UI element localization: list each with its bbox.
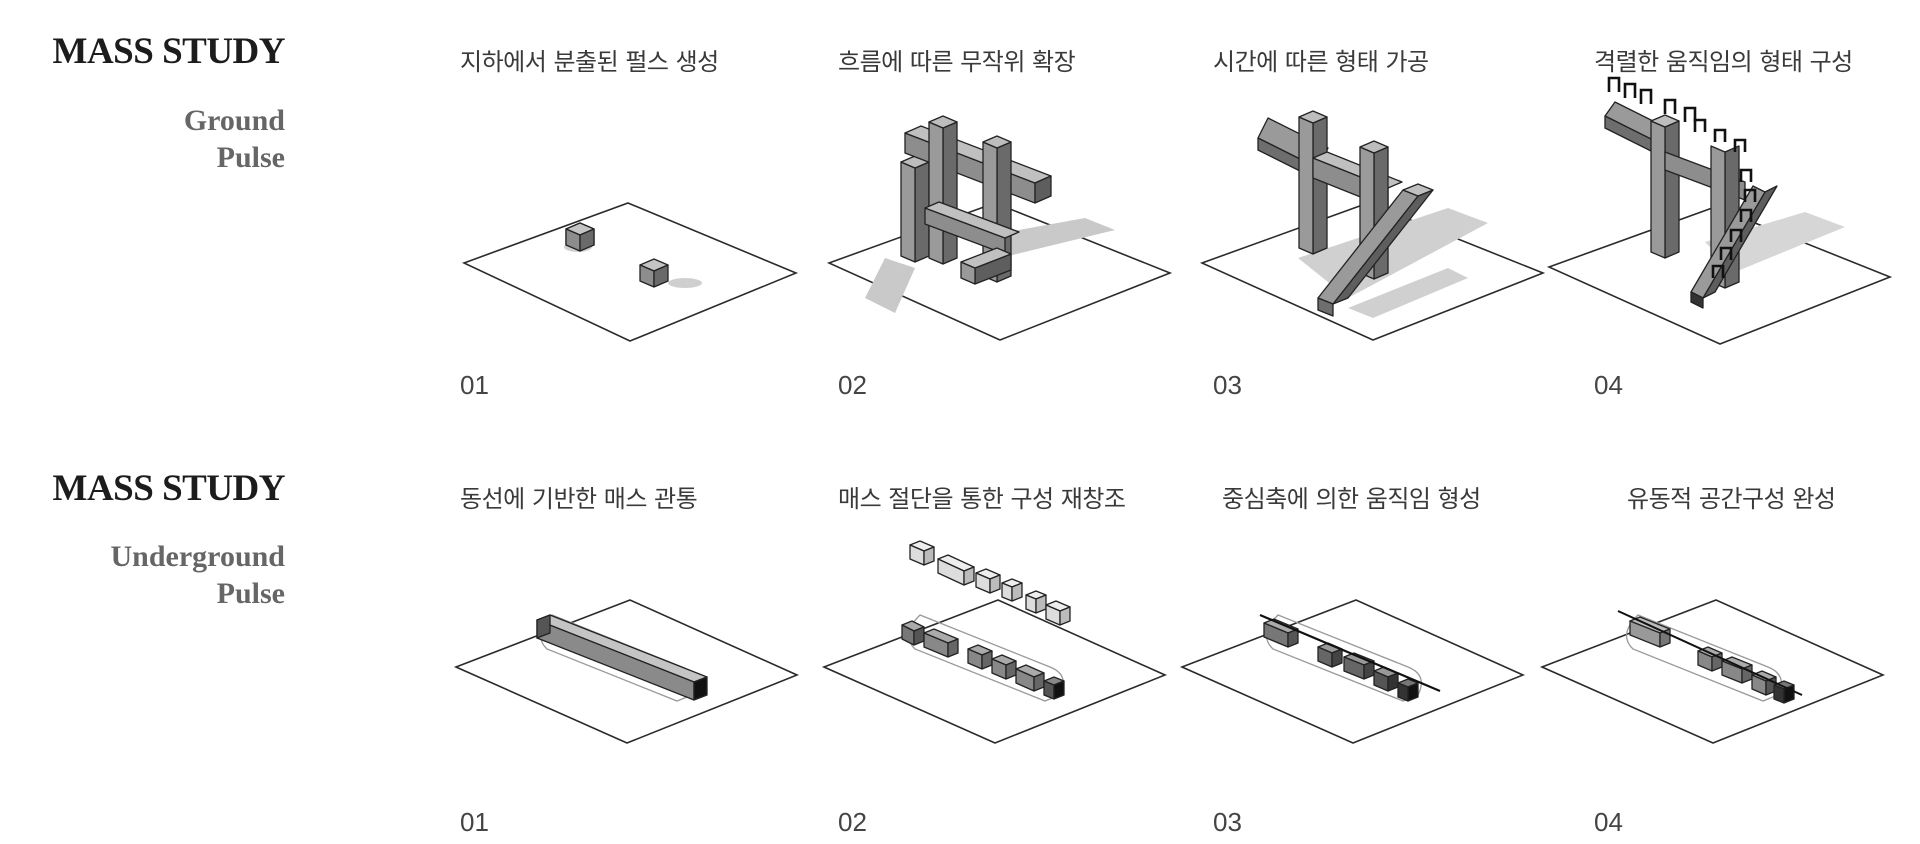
base-plate — [461, 202, 799, 342]
step-number: 03 — [1213, 370, 1242, 400]
section-subtitle-line1: Underground — [110, 540, 286, 573]
step-caption: 격렬한 움직임의 형태 구성 — [1594, 48, 1853, 76]
step-caption: 지하에서 분출된 펄스 생성 — [460, 48, 719, 76]
section-title: MASS STUDY — [52, 31, 286, 72]
section-subtitle-line2: Pulse — [216, 577, 285, 610]
mass-diagram-ground-04 — [1546, 76, 1893, 345]
step-number: 01 — [460, 807, 489, 837]
central-axis-line — [1259, 613, 1441, 693]
mass-bar — [536, 614, 708, 701]
mass-volume — [1604, 76, 1778, 309]
central-axis-line — [1617, 610, 1803, 696]
mass-volume — [900, 115, 1052, 285]
mass-shadow — [1705, 212, 1845, 272]
step-caption: 유동적 공간구성 완성 — [1627, 485, 1836, 513]
section-subtitle-line1: Ground — [183, 104, 285, 137]
mass-diagram-underground-04 — [1539, 599, 1886, 744]
step-caption: 매스 절단을 통한 구성 재창조 — [838, 485, 1126, 513]
step-number: 03 — [1213, 807, 1242, 837]
mass-segments — [1629, 616, 1795, 704]
step-caption: 시간에 따른 형태 가공 — [1213, 48, 1429, 76]
step-caption: 흐름에 따른 무작위 확장 — [838, 48, 1076, 76]
stair-railing — [1607, 76, 1757, 278]
mass-diagram-ground-02 — [826, 115, 1173, 341]
floating-segments — [909, 540, 1071, 626]
step-number: 04 — [1594, 370, 1623, 400]
step-caption: 중심축에 의한 움직임 형성 — [1222, 485, 1481, 513]
mass-cube — [639, 258, 702, 288]
step-number: 02 — [838, 807, 867, 837]
mass-diagram-underground-02 — [821, 540, 1168, 744]
step-number: 04 — [1594, 807, 1623, 837]
mass-diagram-underground-01 — [453, 599, 800, 744]
tunnel-outline — [1626, 614, 1782, 702]
mass-diagram-ground-01 — [461, 202, 799, 342]
section-title: MASS STUDY — [52, 468, 286, 509]
step-caption: 동선에 기반한 매스 관통 — [460, 485, 698, 513]
mass-cube — [564, 222, 595, 252]
mass-volume — [1257, 110, 1434, 317]
step-number: 02 — [838, 370, 867, 400]
mass-segments — [901, 620, 1065, 700]
step-number: 01 — [460, 370, 489, 400]
mass-shadow — [1348, 268, 1468, 318]
mass-segments — [1263, 618, 1419, 702]
section-subtitle-line2: Pulse — [216, 141, 285, 174]
mass-diagram-ground-03 — [1199, 110, 1546, 341]
mass-shadow — [865, 258, 915, 313]
mass-diagram-underground-03 — [1179, 599, 1526, 744]
